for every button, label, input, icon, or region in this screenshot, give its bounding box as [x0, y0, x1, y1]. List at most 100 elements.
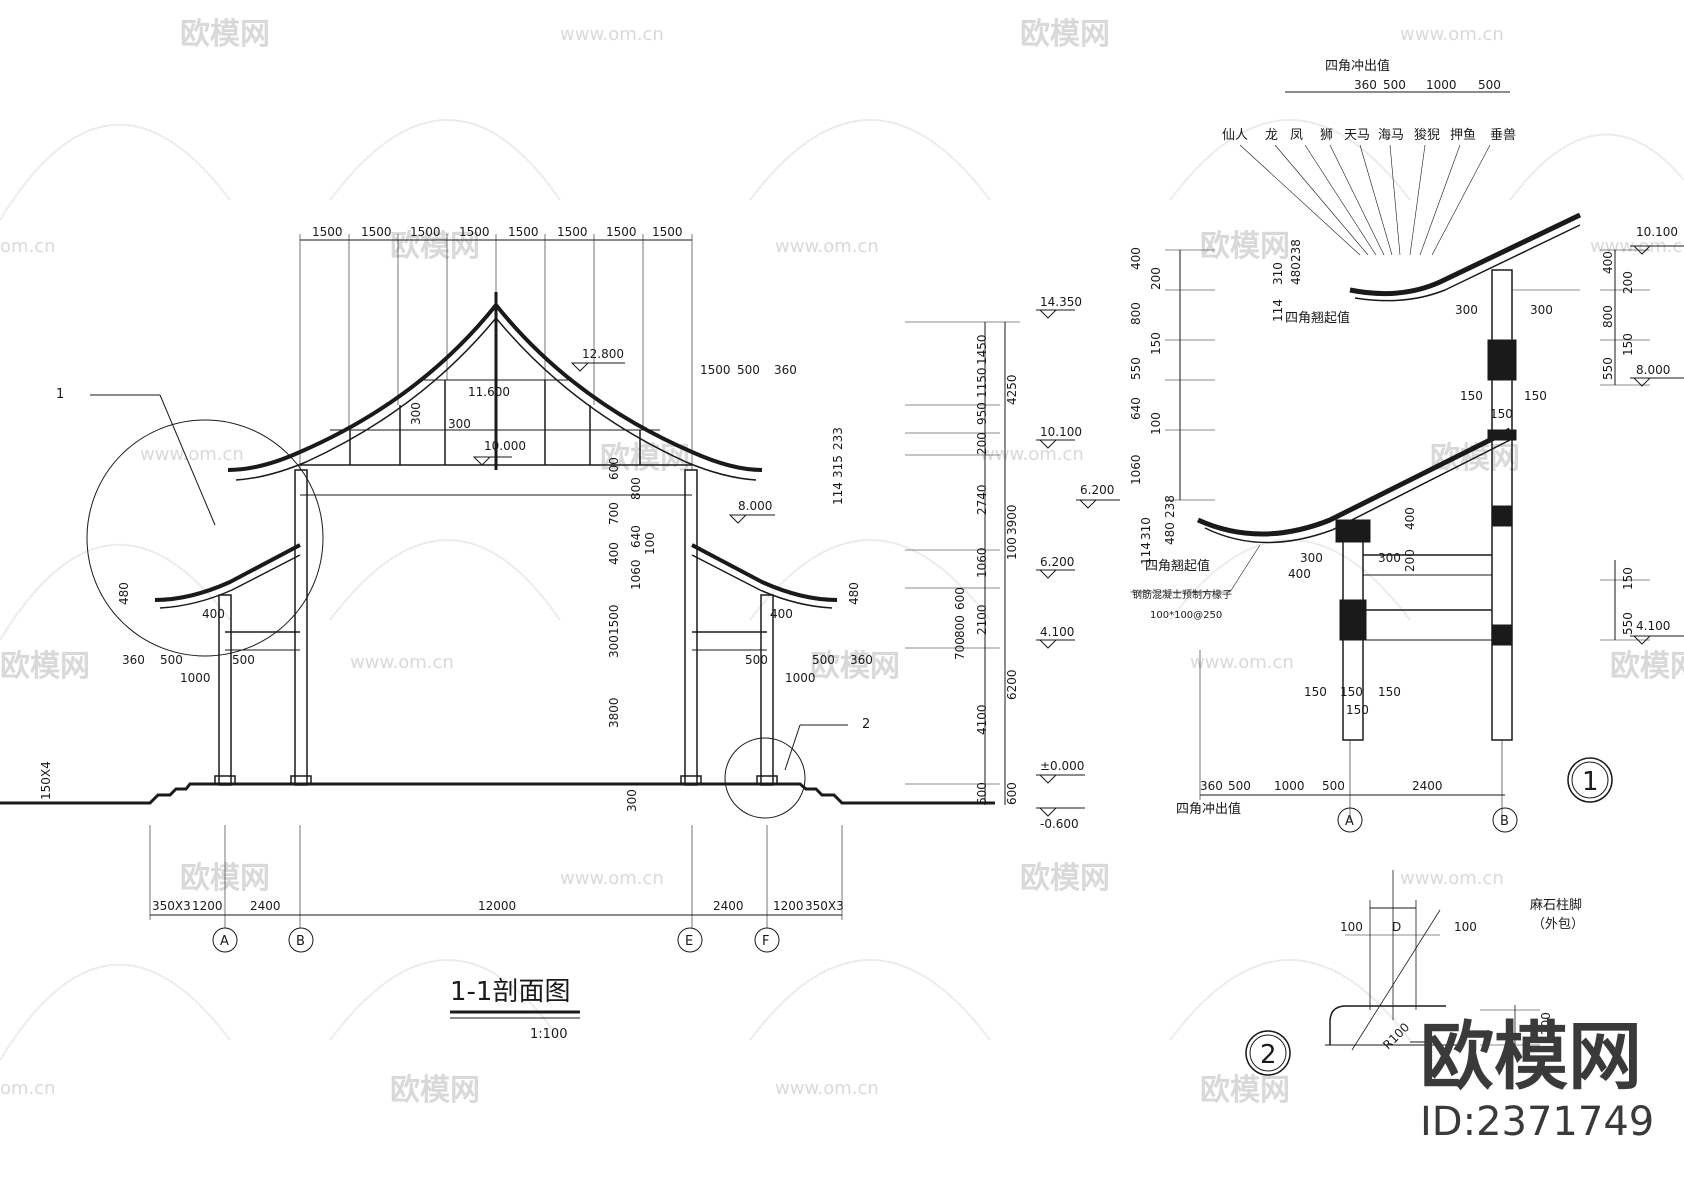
d1-right-1: 400 — [1601, 251, 1615, 274]
watermark-arcs — [0, 119, 1684, 1061]
d1-eave-1: 310 — [1271, 262, 1285, 285]
dim-top-2: 1500 — [361, 225, 392, 239]
dim-bottom-2: 1200 — [192, 899, 223, 913]
dim-inner-13: 300 — [625, 789, 639, 812]
watermark-url: om.cn — [0, 1078, 56, 1099]
d1-rafter-note: 钢筋混凝土预制方椽子 — [1132, 588, 1232, 601]
dim-col-a-4: 200 — [975, 432, 989, 455]
dim-right-top-2: 500 — [737, 363, 760, 377]
dim-top-3: 1500 — [410, 225, 441, 239]
dim-bottom-5: 2400 — [713, 899, 744, 913]
dim-left-6: 480 — [117, 582, 131, 605]
dim-col-a-11: 4100 — [975, 704, 989, 735]
d1-upper-mid-3: 150 — [1460, 389, 1483, 403]
dim-col-b-2: 3900 — [1005, 504, 1019, 535]
elev-6200: 6.200 — [1040, 555, 1074, 569]
d1-rafter-size: 100*100@250 — [1150, 610, 1222, 621]
watermark-url: www.om.cn — [1190, 652, 1294, 673]
watermark-logo: 欧模网 — [1200, 1073, 1290, 1108]
d1-bottom-2: 500 — [1228, 779, 1251, 793]
dim-eave-3: 114 — [831, 482, 845, 505]
d1-axis-b: B — [1500, 814, 1509, 829]
d1-base-2: 150 — [1340, 685, 1363, 699]
d1-bottom-4: 500 — [1322, 779, 1345, 793]
dim-col-a-8: 800 — [953, 615, 967, 638]
dim-top-7: 1500 — [606, 225, 637, 239]
d2-label: 麻石柱脚 — [1530, 897, 1582, 913]
d1-eave-4: 114 — [1271, 299, 1285, 322]
dim-eave-2: 315 — [831, 455, 845, 478]
dim-inner-8: 100 — [643, 532, 657, 555]
d1-right-6: 150 — [1621, 567, 1635, 590]
watermark-url: www.om.cn — [560, 24, 664, 45]
axis-a: A — [220, 934, 229, 949]
watermark-url: www.om.cn — [560, 868, 664, 889]
axis-e: E — [685, 934, 693, 949]
watermark-logo: 欧模网 — [180, 17, 270, 52]
d1-lower-mid-4: 300 — [1378, 551, 1401, 565]
d2-number: 2 — [1260, 1040, 1277, 1070]
d1-bottom-label: 四角冲出值 — [1176, 801, 1241, 817]
elev-10000: 10.000 — [484, 439, 526, 453]
dim-eave-1: 233 — [831, 427, 845, 450]
section-texts: 1500 1500 1500 1500 1500 1500 1500 1500 … — [39, 225, 1114, 1042]
elev-4100: 4.100 — [1040, 625, 1074, 639]
dim-right-2: 500 — [812, 653, 835, 667]
d1-fig-9: 垂兽 — [1490, 128, 1516, 143]
d1-eave-2: 238 — [1289, 239, 1303, 262]
elev-6200-b: 6.200 — [1080, 483, 1114, 497]
watermark-logo: 欧模网 — [1610, 649, 1684, 684]
dim-right-4: 1000 — [785, 671, 816, 685]
dim-inner-10: 1500 — [607, 604, 621, 635]
dim-col-a-7: 600 — [953, 587, 967, 610]
dim-inner-3: 600 — [607, 457, 621, 480]
d1-header-top: 四角冲出值 — [1325, 58, 1390, 74]
d1-upper-mid-1: 300 — [1455, 303, 1478, 317]
dim-step: 150X4 — [39, 761, 53, 800]
dim-left-5: 400 — [202, 607, 225, 621]
dim-right-top-1: 1500 — [700, 363, 731, 377]
dim-col-a-5: 2740 — [975, 484, 989, 515]
elev-14350: 14.350 — [1040, 295, 1082, 309]
d2-dim-3: 100 — [1454, 920, 1477, 934]
d1-upper-label: 四角翘起值 — [1285, 310, 1350, 326]
section-scale: 1:100 — [530, 1027, 567, 1042]
d1-elev-3: 4.100 — [1636, 619, 1670, 633]
d1-upper-mid-4: 150 — [1524, 389, 1547, 403]
dim-inner-7: 400 — [607, 542, 621, 565]
d1-right-2: 200 — [1621, 271, 1635, 294]
d1-fig-7: 狻猊 — [1414, 127, 1440, 143]
watermark-url: www.om.cn — [775, 1078, 879, 1099]
dim-bottom-7: 350X3 — [805, 899, 844, 913]
d1-lower-label: 四角翘起值 — [1145, 558, 1210, 574]
dim-col-b-5: 600 — [1005, 782, 1019, 805]
d1-fig-5: 天马 — [1344, 128, 1370, 143]
dim-col-a-3: 950 — [975, 402, 989, 425]
dim-col-a-9: 700 — [953, 637, 967, 660]
dim-inner-1: 300 — [409, 402, 423, 425]
dim-col-a-6: 1060 — [975, 547, 989, 578]
dim-right-3: 360 — [850, 653, 873, 667]
dim-top-5: 1500 — [508, 225, 539, 239]
dim-inner-4: 800 — [629, 477, 643, 500]
dim-right-1: 500 — [745, 653, 768, 667]
axis-f: F — [762, 934, 769, 949]
watermark-logo: 欧模网 — [600, 441, 690, 476]
d1-fig-3: 凤 — [1290, 128, 1303, 143]
detail-1-texts: 四角冲出值 360 500 1000 500 仙人 龙 凤 狮 天马 海马 狻猊… — [1129, 58, 1678, 829]
d1-base-4: 150 — [1346, 703, 1369, 717]
d1-left-8: 1060 — [1129, 454, 1143, 485]
d1-top-dim-4: 500 — [1478, 78, 1501, 92]
d1-eave2-4: 114 — [1139, 542, 1153, 565]
d1-lower-mid-2: 400 — [1288, 567, 1311, 581]
section-1-1 — [0, 234, 1120, 1019]
d1-left-6: 640 — [1129, 397, 1143, 420]
dim-right-6: 480 — [847, 582, 861, 605]
d1-left-5: 550 — [1129, 357, 1143, 380]
callout-2: 2 — [862, 717, 870, 732]
dim-col-a-1: 1450 — [975, 334, 989, 365]
watermark-logo: 欧模网 — [0, 649, 90, 684]
d1-upper-mid-5: 150 — [1490, 407, 1513, 421]
d1-upper-mid-2: 300 — [1530, 303, 1553, 317]
